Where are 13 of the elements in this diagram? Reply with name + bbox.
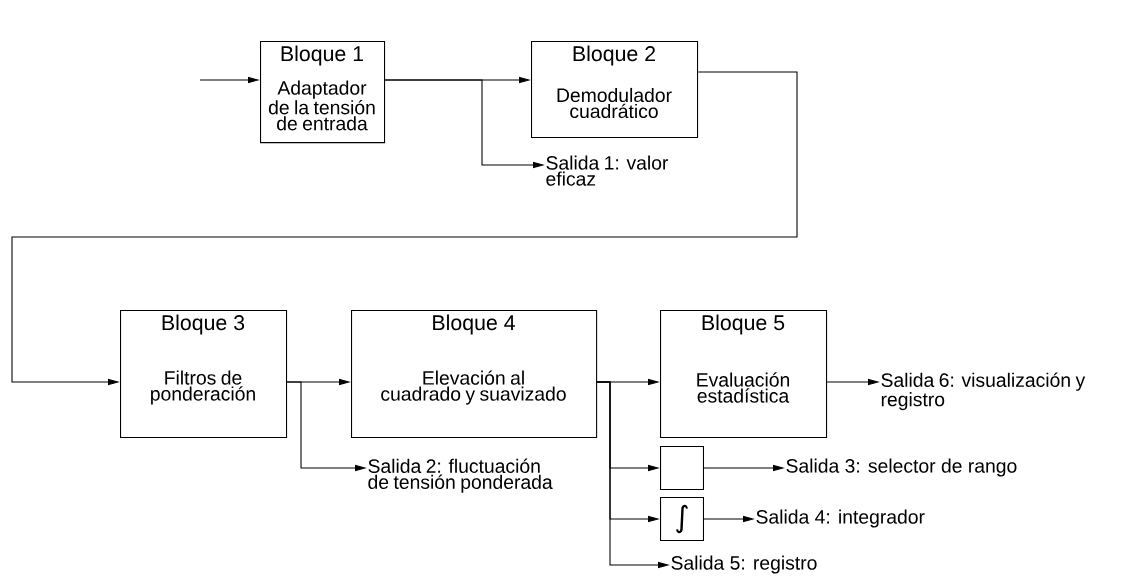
- process-box: Bloque 3 Filtros de ponderación: [120, 310, 288, 438]
- output-label: Salida 2: fluctuación de tensión ponderada: [368, 458, 553, 493]
- process-box: Bloque 4 Elevación al cuadrado y suavizado: [351, 310, 598, 438]
- process-box: Bloque 2 Demodulador cuadrático: [531, 41, 699, 139]
- output-label: Salida 4: integrador: [756, 509, 925, 528]
- empty-box: [660, 446, 704, 490]
- output-label: Salida 5: registro: [671, 555, 817, 574]
- process-box: Bloque 1 Adaptador de la tensión de entrada: [260, 41, 386, 144]
- output-label: Salida 3: selector de rango: [786, 458, 1017, 477]
- output-label: Salida 1: valor eficaz: [546, 155, 669, 186]
- integrator-box: ∫: [660, 497, 704, 541]
- process-box: Bloque 5 Evaluación estadística: [660, 310, 828, 438]
- output-label: Salida 6: visualización y registro: [881, 372, 1086, 411]
